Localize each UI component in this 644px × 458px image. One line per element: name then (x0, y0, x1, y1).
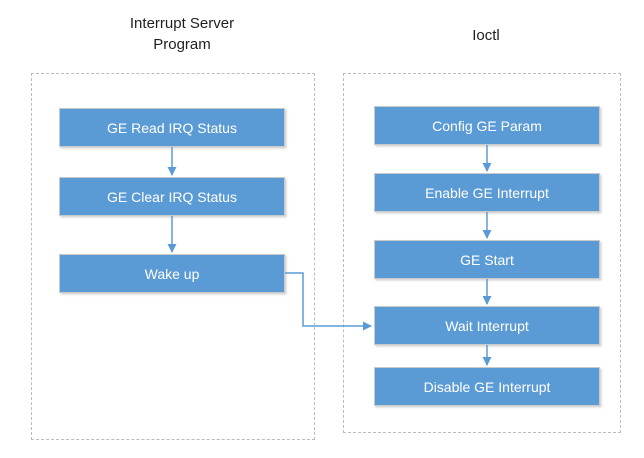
node-ge-start: GE Start (374, 240, 600, 279)
node-ge-read-irq-status: GE Read IRQ Status (59, 108, 285, 147)
ioctl-group (343, 73, 621, 433)
node-wait-interrupt: Wait Interrupt (374, 306, 600, 345)
right-column-title: Ioctl (472, 27, 500, 44)
interrupt-server-program-group (31, 73, 315, 440)
left-column-title: Interrupt Server Program (129, 15, 235, 53)
node-ge-clear-irq-status: GE Clear IRQ Status (59, 177, 285, 216)
node-wake-up: Wake up (59, 254, 285, 293)
node-disable-ge-interrupt: Disable GE Interrupt (374, 367, 600, 406)
node-config-ge-param: Config GE Param (374, 106, 600, 145)
node-enable-ge-interrupt: Enable GE Interrupt (374, 173, 600, 212)
